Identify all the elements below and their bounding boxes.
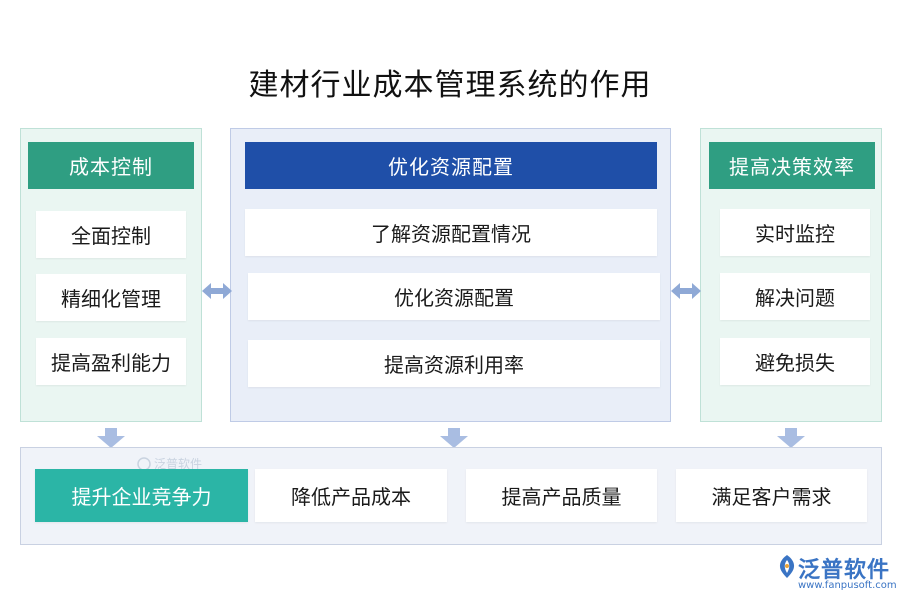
card-mid-1: 了解资源配置情况 <box>245 209 657 256</box>
header-decision-efficiency: 提高决策效率 <box>709 142 875 189</box>
brand-logo-icon <box>779 555 795 578</box>
card-bottom-3: 提高产品质量 <box>466 469 657 522</box>
down-arrow-icon-middle <box>440 428 468 448</box>
card-bottom-1: 提升企业竞争力 <box>35 469 248 522</box>
brand-name: 泛普软件 <box>798 558 891 583</box>
brand-logo: 泛普软件 www.fanpusoft.com <box>776 552 897 596</box>
card-bottom-4: 满足客户需求 <box>676 469 867 522</box>
card-bottom-2: 降低产品成本 <box>255 469 447 522</box>
watermark-text: 泛普软件 <box>154 457 203 471</box>
header-resource-allocation: 优化资源配置 <box>245 142 657 189</box>
down-arrow-icon-left <box>97 428 125 448</box>
down-arrow-icon-right <box>777 428 805 448</box>
double-arrow-icon-right <box>671 283 701 299</box>
card-left-3: 提高盈利能力 <box>36 338 186 385</box>
card-right-1: 实时监控 <box>720 209 870 256</box>
card-left-2: 精细化管理 <box>36 274 186 321</box>
card-right-2: 解决问题 <box>720 273 870 320</box>
brand-url: www.fanpusoft.com <box>798 580 897 591</box>
diagram-title: 建材行业成本管理系统的作用 <box>248 68 652 103</box>
header-cost-control: 成本控制 <box>28 142 194 189</box>
card-left-1: 全面控制 <box>36 211 186 258</box>
card-right-3: 避免损失 <box>720 338 870 385</box>
double-arrow-icon-left <box>202 283 232 299</box>
card-mid-2: 优化资源配置 <box>248 273 660 320</box>
card-mid-3: 提高资源利用率 <box>248 340 660 387</box>
